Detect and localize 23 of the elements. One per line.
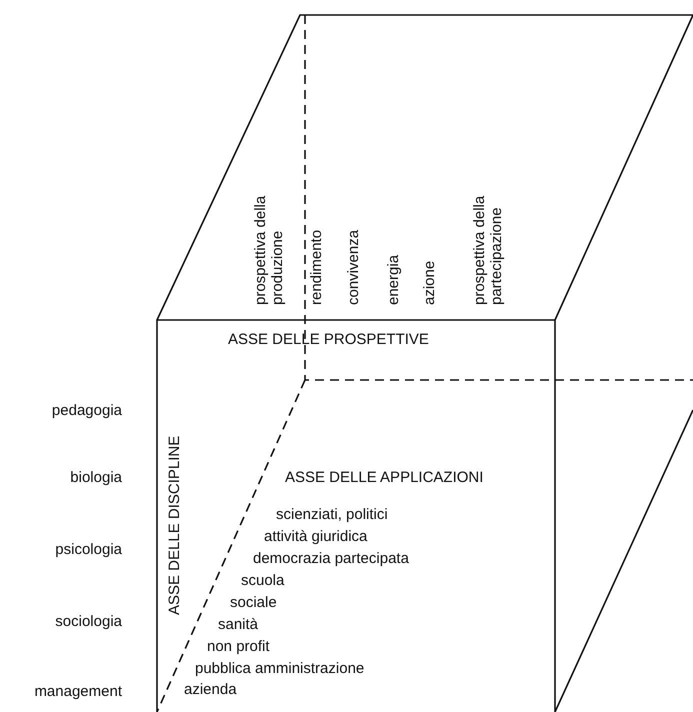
application-label: scienziati, politici — [276, 506, 388, 523]
discipline-label: sociologia — [55, 613, 122, 630]
axis-value-label: prospettiva della produzione — [252, 194, 286, 305]
application-label: sociale — [230, 594, 277, 611]
application-label: sanità — [218, 616, 258, 633]
application-label: attività giuridica — [264, 528, 368, 545]
application-label: azienda — [184, 681, 237, 698]
axis-value-label: azione — [421, 260, 438, 305]
axis-value-label: rendimento — [308, 228, 325, 305]
application-label: pubblica amministrazione — [195, 660, 364, 677]
axis-title: ASSE DELLE DISCIPLINE — [166, 434, 183, 615]
discipline-label: pedagogia — [52, 402, 122, 419]
axis-title: ASSE DELLE APPLICAZIONI — [285, 469, 484, 486]
application-label: scuola — [241, 572, 284, 589]
discipline-label: management — [34, 683, 122, 700]
application-label: democrazia partecipata — [253, 550, 409, 567]
axis-value-label: energia — [385, 254, 402, 305]
application-label: non profit — [207, 638, 270, 655]
discipline-label: psicologia — [55, 541, 122, 558]
axis-title: ASSE DELLE PROSPETTIVE — [228, 331, 429, 348]
axis-value-label: convivenza — [345, 228, 362, 305]
discipline-label: biologia — [70, 469, 122, 486]
axis-value-label: prospettiva della partecipazione — [471, 194, 505, 305]
